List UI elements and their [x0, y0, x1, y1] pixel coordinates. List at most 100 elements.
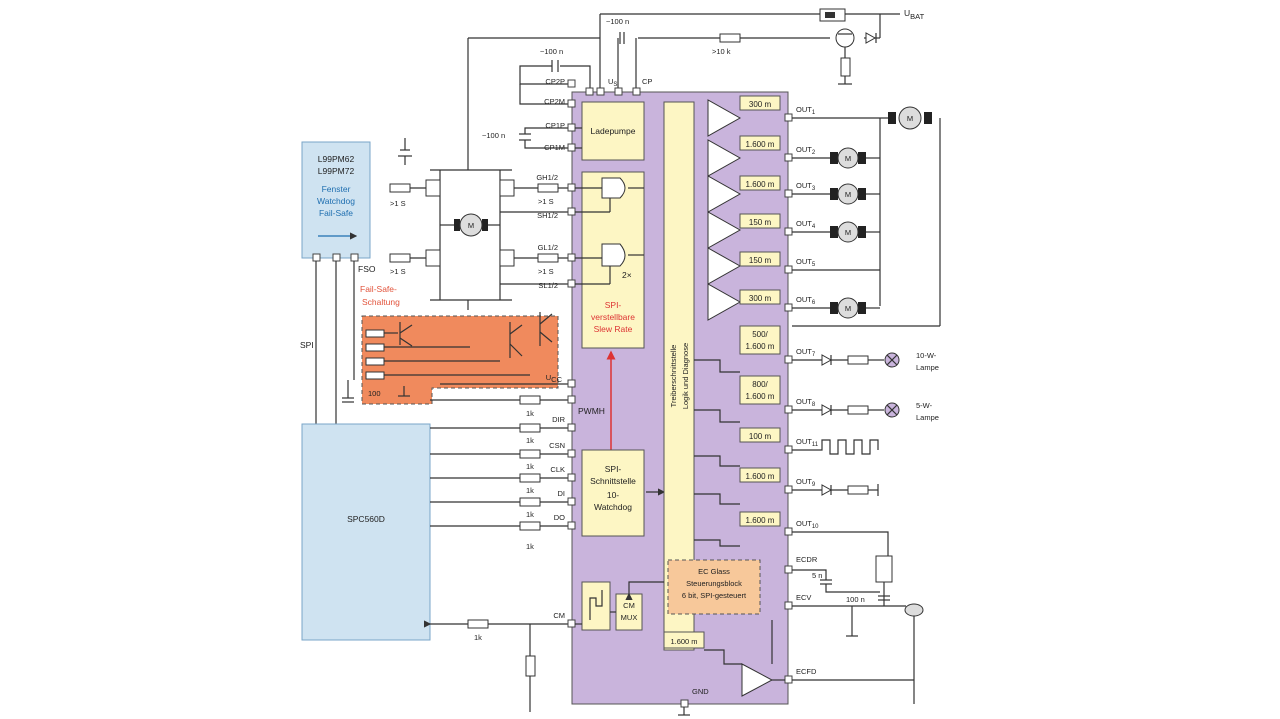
motor-4: M: [830, 221, 866, 243]
spi-if-text-4: Watchdog: [594, 502, 632, 512]
h-bridge: [398, 138, 572, 310]
lower-driver-values: [739, 325, 781, 527]
svg-text:OUT3: OUT3: [796, 181, 816, 192]
motor-wiring: [792, 117, 941, 327]
pin-ecv: ECV: [796, 593, 811, 602]
pin-cp2p: CP2P: [545, 77, 565, 86]
chip-left-pins: [567, 79, 576, 628]
svg-text:OUT9: OUT9: [796, 477, 816, 488]
cap-label-cp2: ~100 n: [540, 47, 563, 56]
res-1600-block: [663, 631, 705, 649]
slew-text-2: verstellbare: [591, 312, 635, 322]
ec-glass-block: [667, 559, 761, 615]
driver-values: [739, 95, 781, 305]
ec-text-2: Steuerungsblock: [686, 579, 742, 588]
charge-pump-text: Ladepumpe: [591, 126, 636, 136]
driver-val-3: 1.600 m: [746, 180, 775, 189]
failsafe-resistor-label: 100: [368, 389, 381, 398]
led-circuit-9: [792, 484, 879, 496]
gate-res-label-3: >1 S: [538, 197, 554, 206]
cm-mux-block: [615, 593, 643, 631]
watchdog-box: L99PM62 L99PM72 Fenster Watchdog Fail-Sa…: [301, 141, 371, 259]
lower-val-4: 1.600 m: [746, 472, 775, 481]
motor-2: M: [830, 147, 866, 169]
lamp-circuit-1: [792, 352, 900, 368]
svg-text:M: M: [845, 228, 851, 237]
pin-cp1m: CP1M: [544, 143, 565, 152]
svg-text:OUT1: OUT1: [796, 105, 816, 116]
driver-val-6: 300 m: [749, 294, 772, 303]
gate-driver-symbols: [575, 177, 644, 285]
pin-ecfd: ECFD: [796, 667, 817, 676]
pin-do: DO: [554, 513, 565, 522]
failsafe-circuit: [361, 312, 559, 405]
lower-val-3: 100 m: [749, 432, 772, 441]
charge-pump-cap: [519, 60, 591, 105]
res-label-1: 1k: [526, 409, 534, 418]
spi-interface-block: [581, 449, 645, 537]
pin-gl: GL1/2: [538, 243, 558, 252]
series-resistors: [467, 395, 541, 677]
failsafe-cap: [342, 380, 354, 403]
gate-resistor-4: [537, 253, 559, 263]
ec-external: [771, 555, 924, 704]
svg-text:L99PM72: L99PM72: [318, 166, 355, 176]
pnp-transistor-top: [835, 28, 855, 48]
lamp-2-line1: 5-W-: [916, 401, 933, 410]
pin-cp2m: CP2M: [544, 97, 565, 106]
motor-1: M: [888, 106, 932, 130]
motor-5: M: [830, 297, 866, 319]
cm-mux-text-1: CM: [623, 601, 635, 610]
gate-res-label-1: >1 S: [390, 199, 406, 208]
pin-clk: CLK: [550, 465, 565, 474]
pin-cm: CM: [553, 611, 565, 620]
pin-pwmh: PWMH: [578, 406, 605, 416]
res-label-7: 1k: [474, 633, 482, 642]
resistor-top: [719, 33, 741, 43]
driver-val-1: 300 m: [749, 100, 772, 109]
pin-gh: GH1/2: [536, 173, 558, 182]
driver-val-5: 150 m: [749, 256, 772, 265]
out10-line: [792, 531, 889, 556]
svg-text:OUT5: OUT5: [796, 257, 816, 268]
svg-text:Fail-Safe: Fail-Safe: [319, 208, 353, 218]
lamp-1-line2: Lampe: [916, 363, 939, 372]
svg-text:M: M: [845, 190, 851, 199]
gate-resistor-3: [537, 183, 559, 193]
vbat-label: UBAT: [904, 8, 925, 21]
lamp-2-line2: Lampe: [916, 413, 939, 422]
res-label-2: 1k: [526, 436, 534, 445]
spi-if-text-1: SPI-: [605, 464, 622, 474]
pwm-waveform: [792, 439, 879, 455]
spi-if-text-3: 10-: [607, 490, 619, 500]
res-label-4: 1k: [526, 486, 534, 495]
pin-ucc: UCC: [546, 373, 563, 384]
lower-switches: [694, 359, 742, 665]
gate-resistor-2: [389, 253, 411, 263]
svg-text:OUT2: OUT2: [796, 145, 816, 156]
lower-val-5: 1.600 m: [746, 516, 775, 525]
res-label-6: 1k: [526, 542, 534, 551]
svg-text:OUT6: OUT6: [796, 295, 816, 306]
charge-pump-block: [581, 101, 645, 161]
fso-label: FSO: [358, 264, 376, 274]
mosfet-top: [819, 8, 846, 22]
pin-dir: DIR: [552, 415, 566, 424]
svg-text:L99PM62: L99PM62: [318, 154, 355, 164]
res-1600-text: 1.600 m: [670, 637, 697, 646]
svg-text:M: M: [907, 114, 913, 123]
driver-val-2: 1.600 m: [746, 140, 775, 149]
output-labels: OUT1 OUT2 OUT3 OUT4 OUT5 OUT6 OUT7 OUT8 …: [796, 105, 819, 530]
gate-res-label-2: >1 S: [390, 267, 406, 276]
spi-if-text-2: Schnittstelle: [590, 476, 636, 486]
failsafe-label-1: Fail-Safe-: [360, 284, 397, 294]
pin-ecdr: ECDR: [796, 555, 818, 564]
lower-val-2a: 800/: [752, 380, 768, 389]
logic-bar-text-1: Treiberschnittstelle: [669, 345, 678, 408]
pin-csn: CSN: [549, 441, 565, 450]
svg-text:OUT4: OUT4: [796, 219, 816, 230]
svg-text:OUT11: OUT11: [796, 437, 819, 448]
diode-top: [865, 32, 877, 44]
lamp-circuit-2: [792, 402, 900, 418]
svg-text:M: M: [468, 221, 474, 230]
